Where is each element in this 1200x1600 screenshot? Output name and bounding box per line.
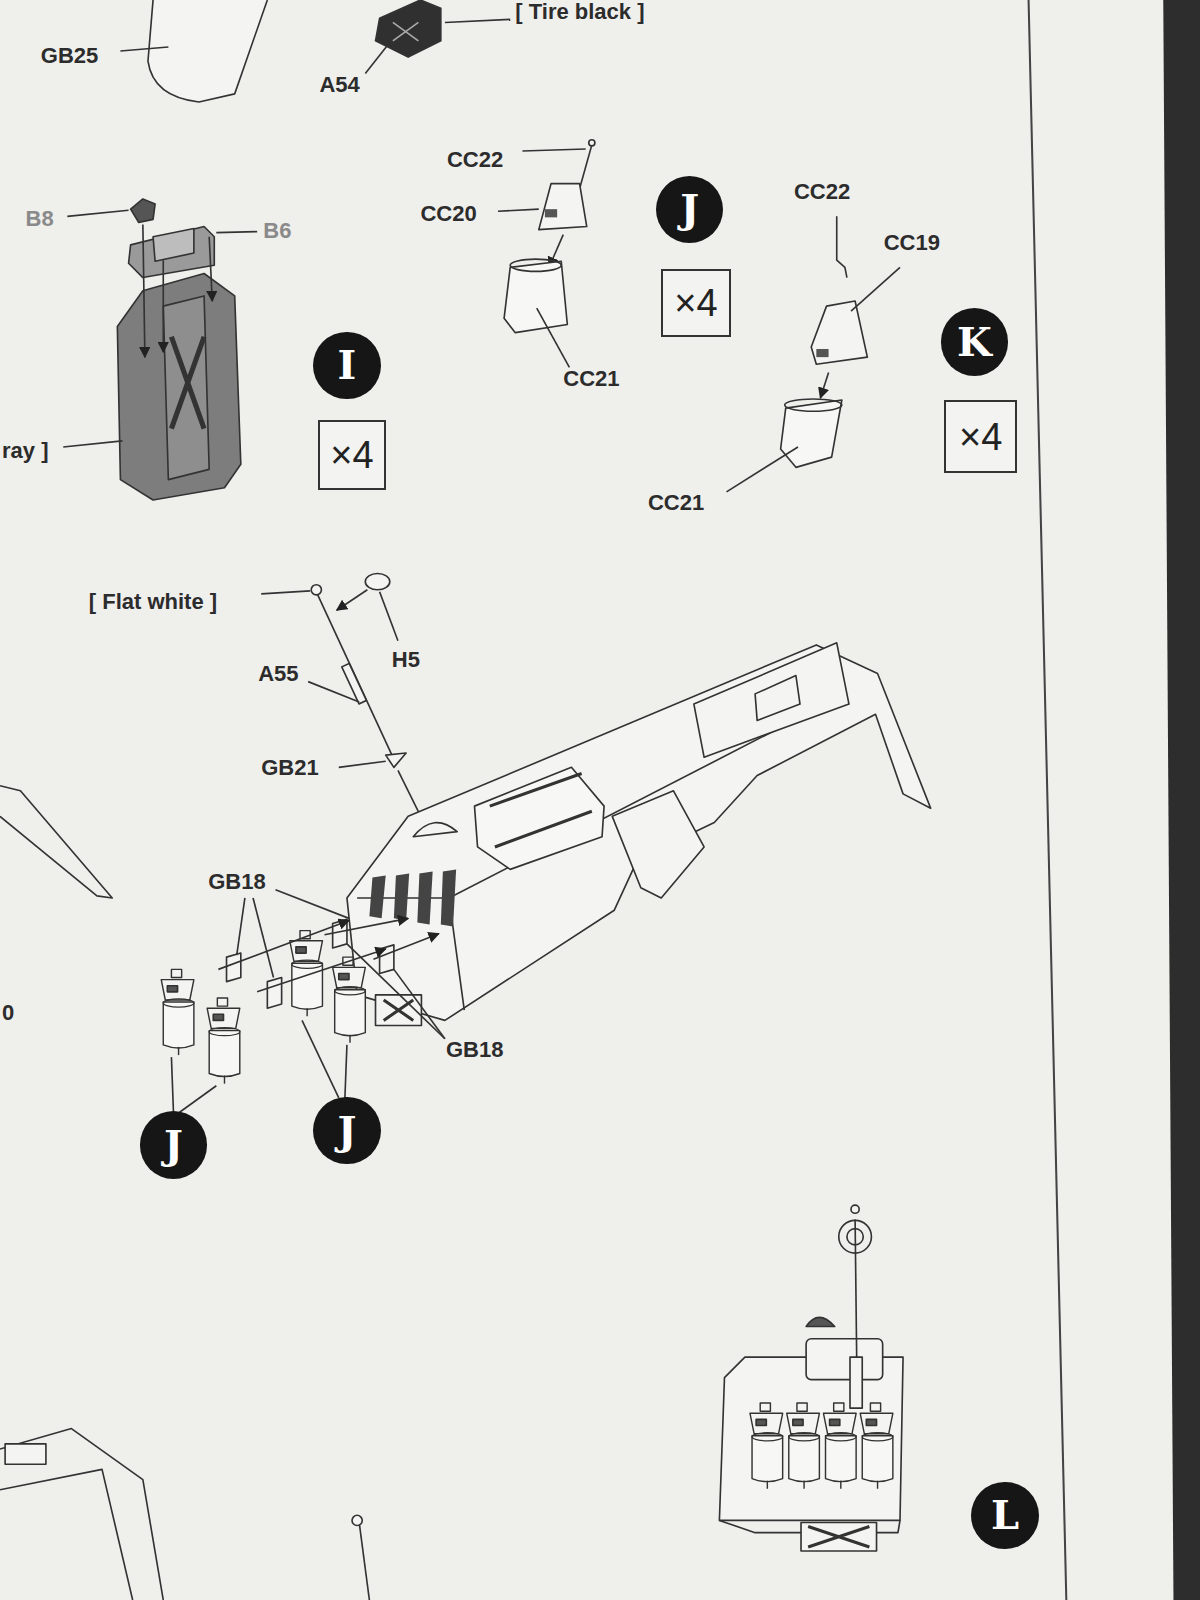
node-text: ×4 bbox=[959, 418, 1002, 456]
node-text: ×4 bbox=[330, 436, 373, 474]
part-label: CC22 bbox=[447, 148, 503, 172]
part-label: CC21 bbox=[563, 367, 619, 391]
part-label: A55 bbox=[258, 662, 298, 686]
page-border bbox=[1029, 0, 1067, 1600]
part-label: [ Tire black ] bbox=[515, 0, 644, 24]
part-label: GB18 bbox=[446, 1038, 503, 1062]
part-label: H5 bbox=[392, 648, 420, 672]
node-text: J bbox=[337, 1111, 356, 1151]
step-marker: J bbox=[313, 1097, 380, 1164]
part-label: 0 bbox=[2, 1001, 14, 1025]
part-label: B8 bbox=[26, 207, 54, 231]
node-text: J bbox=[680, 189, 699, 229]
node-text: ×4 bbox=[674, 284, 717, 322]
dark-surface bbox=[1163, 0, 1200, 1600]
quantity-box: ×4 bbox=[661, 269, 730, 336]
step-marker: J bbox=[140, 1111, 207, 1178]
node-text: J bbox=[164, 1125, 183, 1165]
part-label: CC20 bbox=[420, 202, 476, 226]
quantity-box: ×4 bbox=[944, 400, 1017, 473]
part-label: CC19 bbox=[884, 231, 940, 255]
part-label: [ Flat white ] bbox=[89, 590, 217, 614]
step-marker: J bbox=[656, 176, 723, 243]
part-label: GB25 bbox=[41, 44, 98, 68]
part-label: GB18 bbox=[208, 870, 265, 894]
part-label: ray ] bbox=[2, 439, 48, 463]
step-marker: I bbox=[313, 332, 380, 399]
part-label: CC21 bbox=[648, 491, 704, 515]
step-marker: L bbox=[971, 1482, 1038, 1549]
part-label: CC22 bbox=[794, 180, 850, 204]
node-text: L bbox=[991, 1495, 1019, 1535]
quantity-box: ×4 bbox=[318, 420, 385, 489]
part-label: B6 bbox=[263, 219, 291, 243]
step-marker: K bbox=[941, 308, 1008, 375]
part-label: GB21 bbox=[261, 756, 318, 780]
part-label: A54 bbox=[319, 73, 359, 97]
node-text: I bbox=[338, 345, 357, 385]
parts bbox=[0, 0, 931, 1600]
node-text: K bbox=[957, 322, 992, 362]
